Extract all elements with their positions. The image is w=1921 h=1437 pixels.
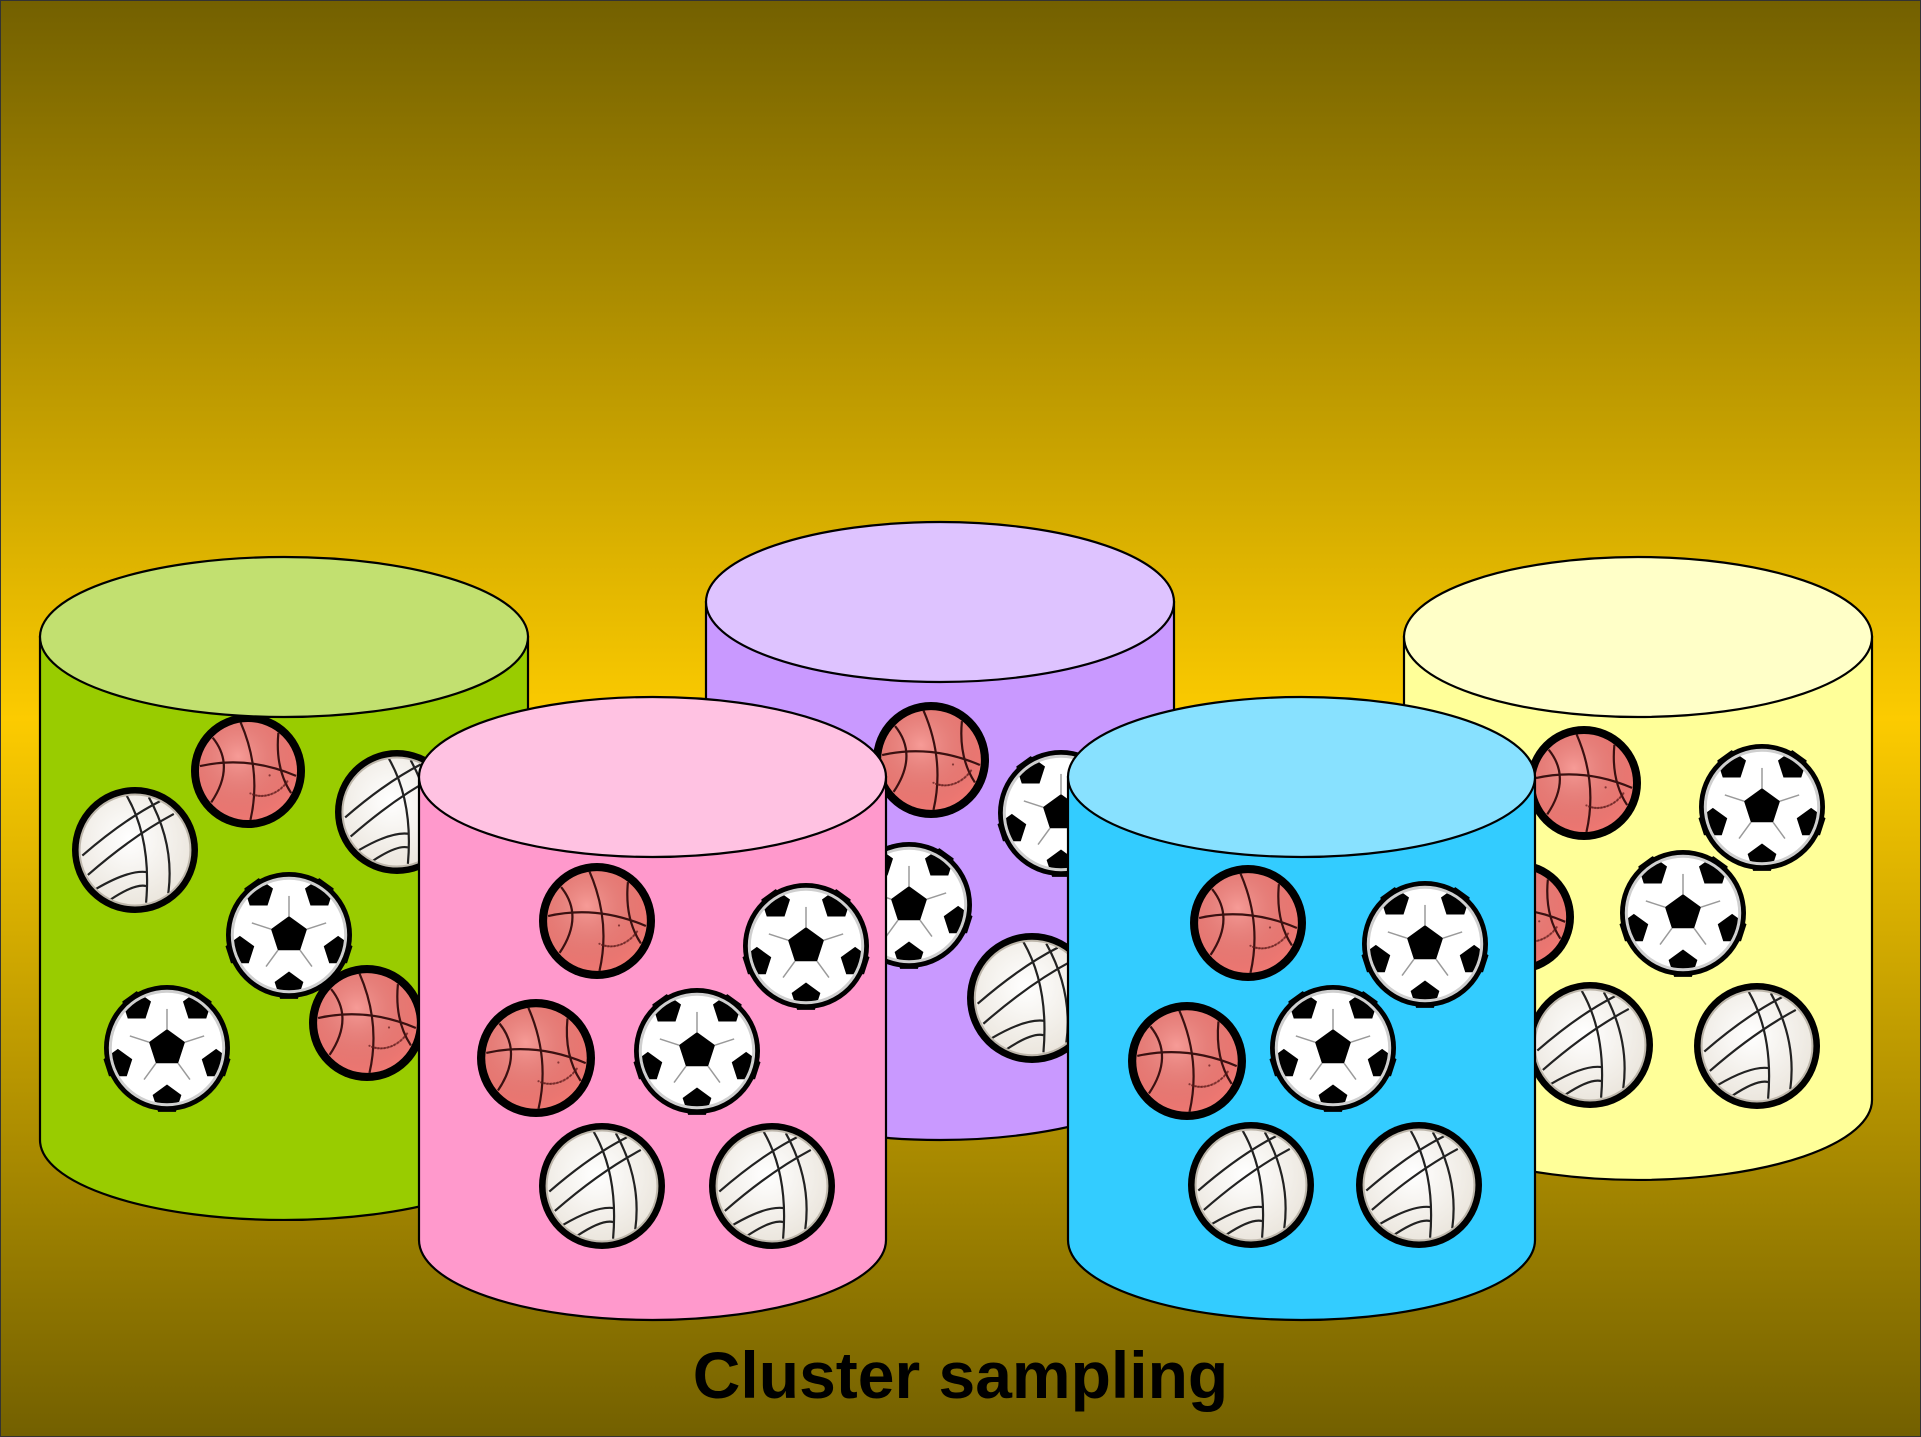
volleyball-ball xyxy=(539,1123,665,1249)
volleyball-ball xyxy=(1694,983,1820,1109)
cylinder-blue-top xyxy=(1066,695,1537,859)
cylinder-pink xyxy=(417,695,888,1322)
cylinder-green-top xyxy=(38,555,530,719)
basketball-ball xyxy=(1128,1002,1246,1120)
cylinder-pink-top xyxy=(417,695,888,859)
basketball-ball xyxy=(1190,865,1306,981)
soccer-ball xyxy=(1698,744,1826,871)
cylinder-blue xyxy=(1066,695,1537,1322)
volleyball-ball xyxy=(1188,1122,1314,1248)
soccer-ball xyxy=(103,985,231,1112)
basketball-ball xyxy=(309,965,425,1081)
cylinder-blue-balls xyxy=(1128,865,1489,1248)
soccer-ball xyxy=(1269,985,1397,1112)
soccer-ball xyxy=(225,872,353,999)
cylinder-yellow-top xyxy=(1402,555,1874,719)
basketball-ball xyxy=(873,702,989,818)
volleyball-ball xyxy=(709,1123,835,1249)
cylinder-purple-top xyxy=(704,520,1176,684)
slide-caption: Cluster sampling xyxy=(692,1338,1229,1412)
cylinders-layer xyxy=(38,520,1874,1322)
volleyball-ball xyxy=(1527,982,1653,1108)
soccer-ball xyxy=(1619,850,1747,977)
volleyball-ball xyxy=(72,787,198,913)
soccer-ball xyxy=(633,988,761,1115)
basketball-ball xyxy=(539,863,655,979)
volleyball-ball xyxy=(967,933,1097,1063)
volleyball-ball xyxy=(1356,1122,1482,1248)
soccer-ball xyxy=(742,883,870,1010)
basketball-ball xyxy=(1527,726,1641,840)
basketball-ball xyxy=(191,714,305,828)
cylinder-pink-balls xyxy=(477,863,870,1249)
basketball-ball xyxy=(477,999,595,1117)
soccer-ball xyxy=(1361,881,1489,1008)
